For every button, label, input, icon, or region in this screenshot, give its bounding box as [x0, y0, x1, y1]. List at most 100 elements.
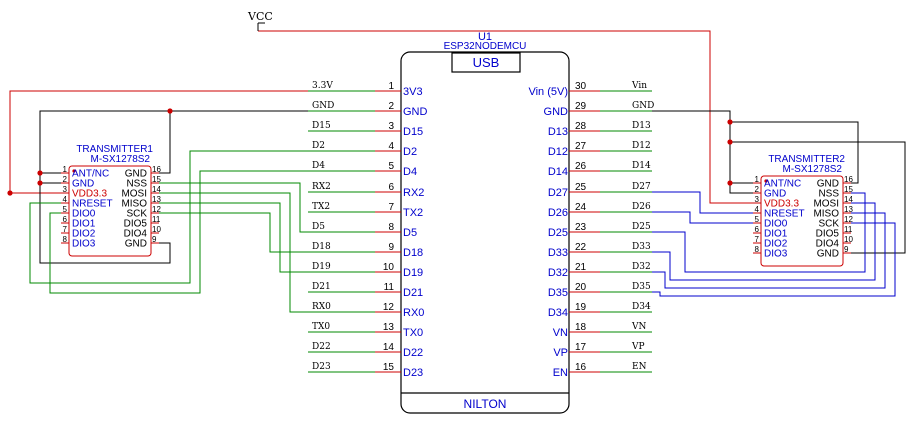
vcc-symbol: VCC	[247, 10, 273, 31]
esp32-right-net-label: D14	[632, 161, 651, 171]
esp32-left-net-label: TX2	[312, 202, 330, 212]
esp32-right-pin-number: 18	[575, 322, 587, 333]
esp32-right-pin-number: 28	[575, 121, 587, 132]
wire-d2-nreset	[29, 150, 308, 284]
wire-d27-nreset	[652, 191, 753, 214]
transmitter-right-pin-number: 14	[152, 185, 161, 194]
esp32-left-pin-name: GND	[403, 106, 428, 118]
pin1-marker	[72, 169, 76, 173]
esp32-right-net-label: D26	[632, 202, 651, 212]
transmitter-right-pin-number: 14	[844, 195, 853, 204]
esp32-module: U1 ESP32NODEMCU USB NILTON	[400, 31, 570, 414]
junction-dot	[727, 139, 733, 145]
transmitter-right-pin-name: GND	[125, 239, 147, 250]
vcc-label: VCC	[247, 10, 273, 23]
esp32-right-pin-name: VP	[553, 347, 568, 359]
esp32-right-pin-name: D26	[548, 207, 568, 219]
esp32-right-net-label: D12	[632, 141, 651, 151]
esp32-right-pin-number: 30	[575, 81, 587, 92]
esp32-left-pin-name: D19	[403, 267, 423, 279]
transmitter-left-pin-number: 8	[755, 245, 760, 254]
esp32-right-pin-name: VN	[553, 327, 568, 339]
transmitter-right-pin-name: GND	[817, 179, 839, 190]
transmitter-right-pin-name: DIO4	[124, 229, 148, 240]
transmitter-body	[760, 175, 844, 267]
esp32-left-pin-number: 11	[384, 282, 395, 293]
esp32-right-pin-name: D35	[548, 287, 568, 299]
wire-vcc	[258, 30, 753, 204]
esp32-right-pin-number: 23	[575, 222, 587, 233]
transmitter-left-pin-number: 7	[63, 225, 68, 234]
junction-dot	[7, 190, 13, 196]
esp32-right-net-label: D34	[632, 302, 651, 312]
esp32-ref: U1	[478, 31, 492, 43]
esp32-left-net-label: D22	[312, 342, 331, 352]
junction-dot	[37, 170, 43, 176]
transmitter-left-pin-number: 3	[63, 185, 68, 194]
transmitter-right-pin-name: MOSI	[813, 199, 839, 210]
transmitter-left-pin-number: 2	[755, 185, 760, 194]
esp32-left-net-label: D23	[312, 362, 331, 372]
transmitter-left-pin-number: 5	[63, 205, 68, 214]
esp32-right-pin-name: D34	[548, 307, 568, 319]
esp32-left-net-label: RX2	[312, 182, 331, 192]
wire-sck-d18	[159, 212, 308, 253]
esp32-left-pin-name: D4	[403, 166, 417, 178]
transmitter-left-pin-name: DIO0	[764, 219, 788, 230]
esp32-right-pin-number: 24	[575, 202, 587, 213]
esp32-right-pin-number: 17	[575, 342, 587, 353]
transmitter-left-pin-name: DIO3	[764, 249, 788, 260]
wire-3v3	[9, 90, 308, 194]
esp32-right-pin-number: 16	[575, 362, 587, 373]
esp32-right-pin-number: 25	[575, 182, 587, 193]
transmitter-left-pin-name: NRESET	[764, 209, 805, 220]
esp32-right-net-label: D25	[632, 222, 651, 232]
usb-connector	[451, 52, 521, 73]
transmitter-right-pin-number: 13	[152, 195, 161, 204]
esp32-left-pin-number: 10	[383, 262, 395, 273]
transmitter-right-pin-name: MOSI	[121, 189, 147, 200]
esp32-left-pin-name: D22	[403, 347, 423, 359]
esp32-left-pin-number: 15	[383, 362, 395, 373]
transmitter-right-pin-name: GND	[817, 249, 839, 260]
transmitter-right-pin-number: 10	[844, 235, 853, 244]
esp32-right-pin-number: 27	[575, 141, 587, 152]
esp32-right-pin-number: 21	[575, 262, 587, 273]
transmitter-right-pin-number: 10	[152, 225, 161, 234]
esp32-right-net-label: D32	[632, 262, 651, 272]
esp32-left-pin-name: TX2	[403, 207, 423, 219]
esp32-right-net-label: VP	[631, 342, 645, 352]
esp32-left-net-label: D15	[312, 121, 331, 131]
transmitter-left-pin-number: 1	[63, 165, 68, 174]
esp32-left-net-label: TX0	[312, 322, 330, 332]
transmitter-left-pin-number: 2	[63, 175, 68, 184]
transmitter-right-pin-name: SCK	[818, 219, 839, 230]
esp32-left-net-label: D18	[312, 242, 331, 252]
esp32-left-pin-name: RX0	[403, 307, 424, 319]
esp32-right-pin-name: D32	[548, 267, 568, 279]
junction-dot	[167, 108, 173, 114]
wire-miso-d19	[159, 202, 308, 273]
esp32-right-pin-number: 22	[575, 242, 587, 253]
esp32-right-pin-number: 29	[575, 101, 587, 112]
esp32-footer-label: NILTON	[464, 397, 507, 411]
transmitter-left-pin-number: 5	[755, 215, 760, 224]
transmitter-right-pin-name: DIO5	[124, 219, 148, 230]
transmitter-left-pin-number: 3	[755, 195, 760, 204]
esp32-right-pin-name: D25	[548, 227, 568, 239]
esp32-right-pin-name: EN	[553, 367, 568, 379]
esp32-right-net-label: Vin	[631, 81, 647, 91]
transmitter-left-pin-name: ANT/NC	[72, 169, 109, 180]
esp32-right-pin-name: D27	[548, 187, 568, 199]
transmitter-part: M-SX1278S2	[91, 154, 151, 165]
transmitter-left-pin-name: ANT/NC	[764, 179, 801, 190]
esp32-right-net-label: GND	[632, 101, 654, 111]
transmitter-right-pin-name: GND	[125, 169, 147, 180]
transmitter-left-pin-name: DIO0	[72, 209, 96, 220]
transmitter-left-pin-name: DIO1	[764, 229, 788, 240]
esp32-left-net-label: D2	[312, 141, 325, 151]
esp32-left-pin-number: 6	[388, 182, 394, 193]
transmitter-right-pin-number: 11	[152, 215, 161, 224]
esp32-left-pin-number: 2	[388, 101, 394, 112]
